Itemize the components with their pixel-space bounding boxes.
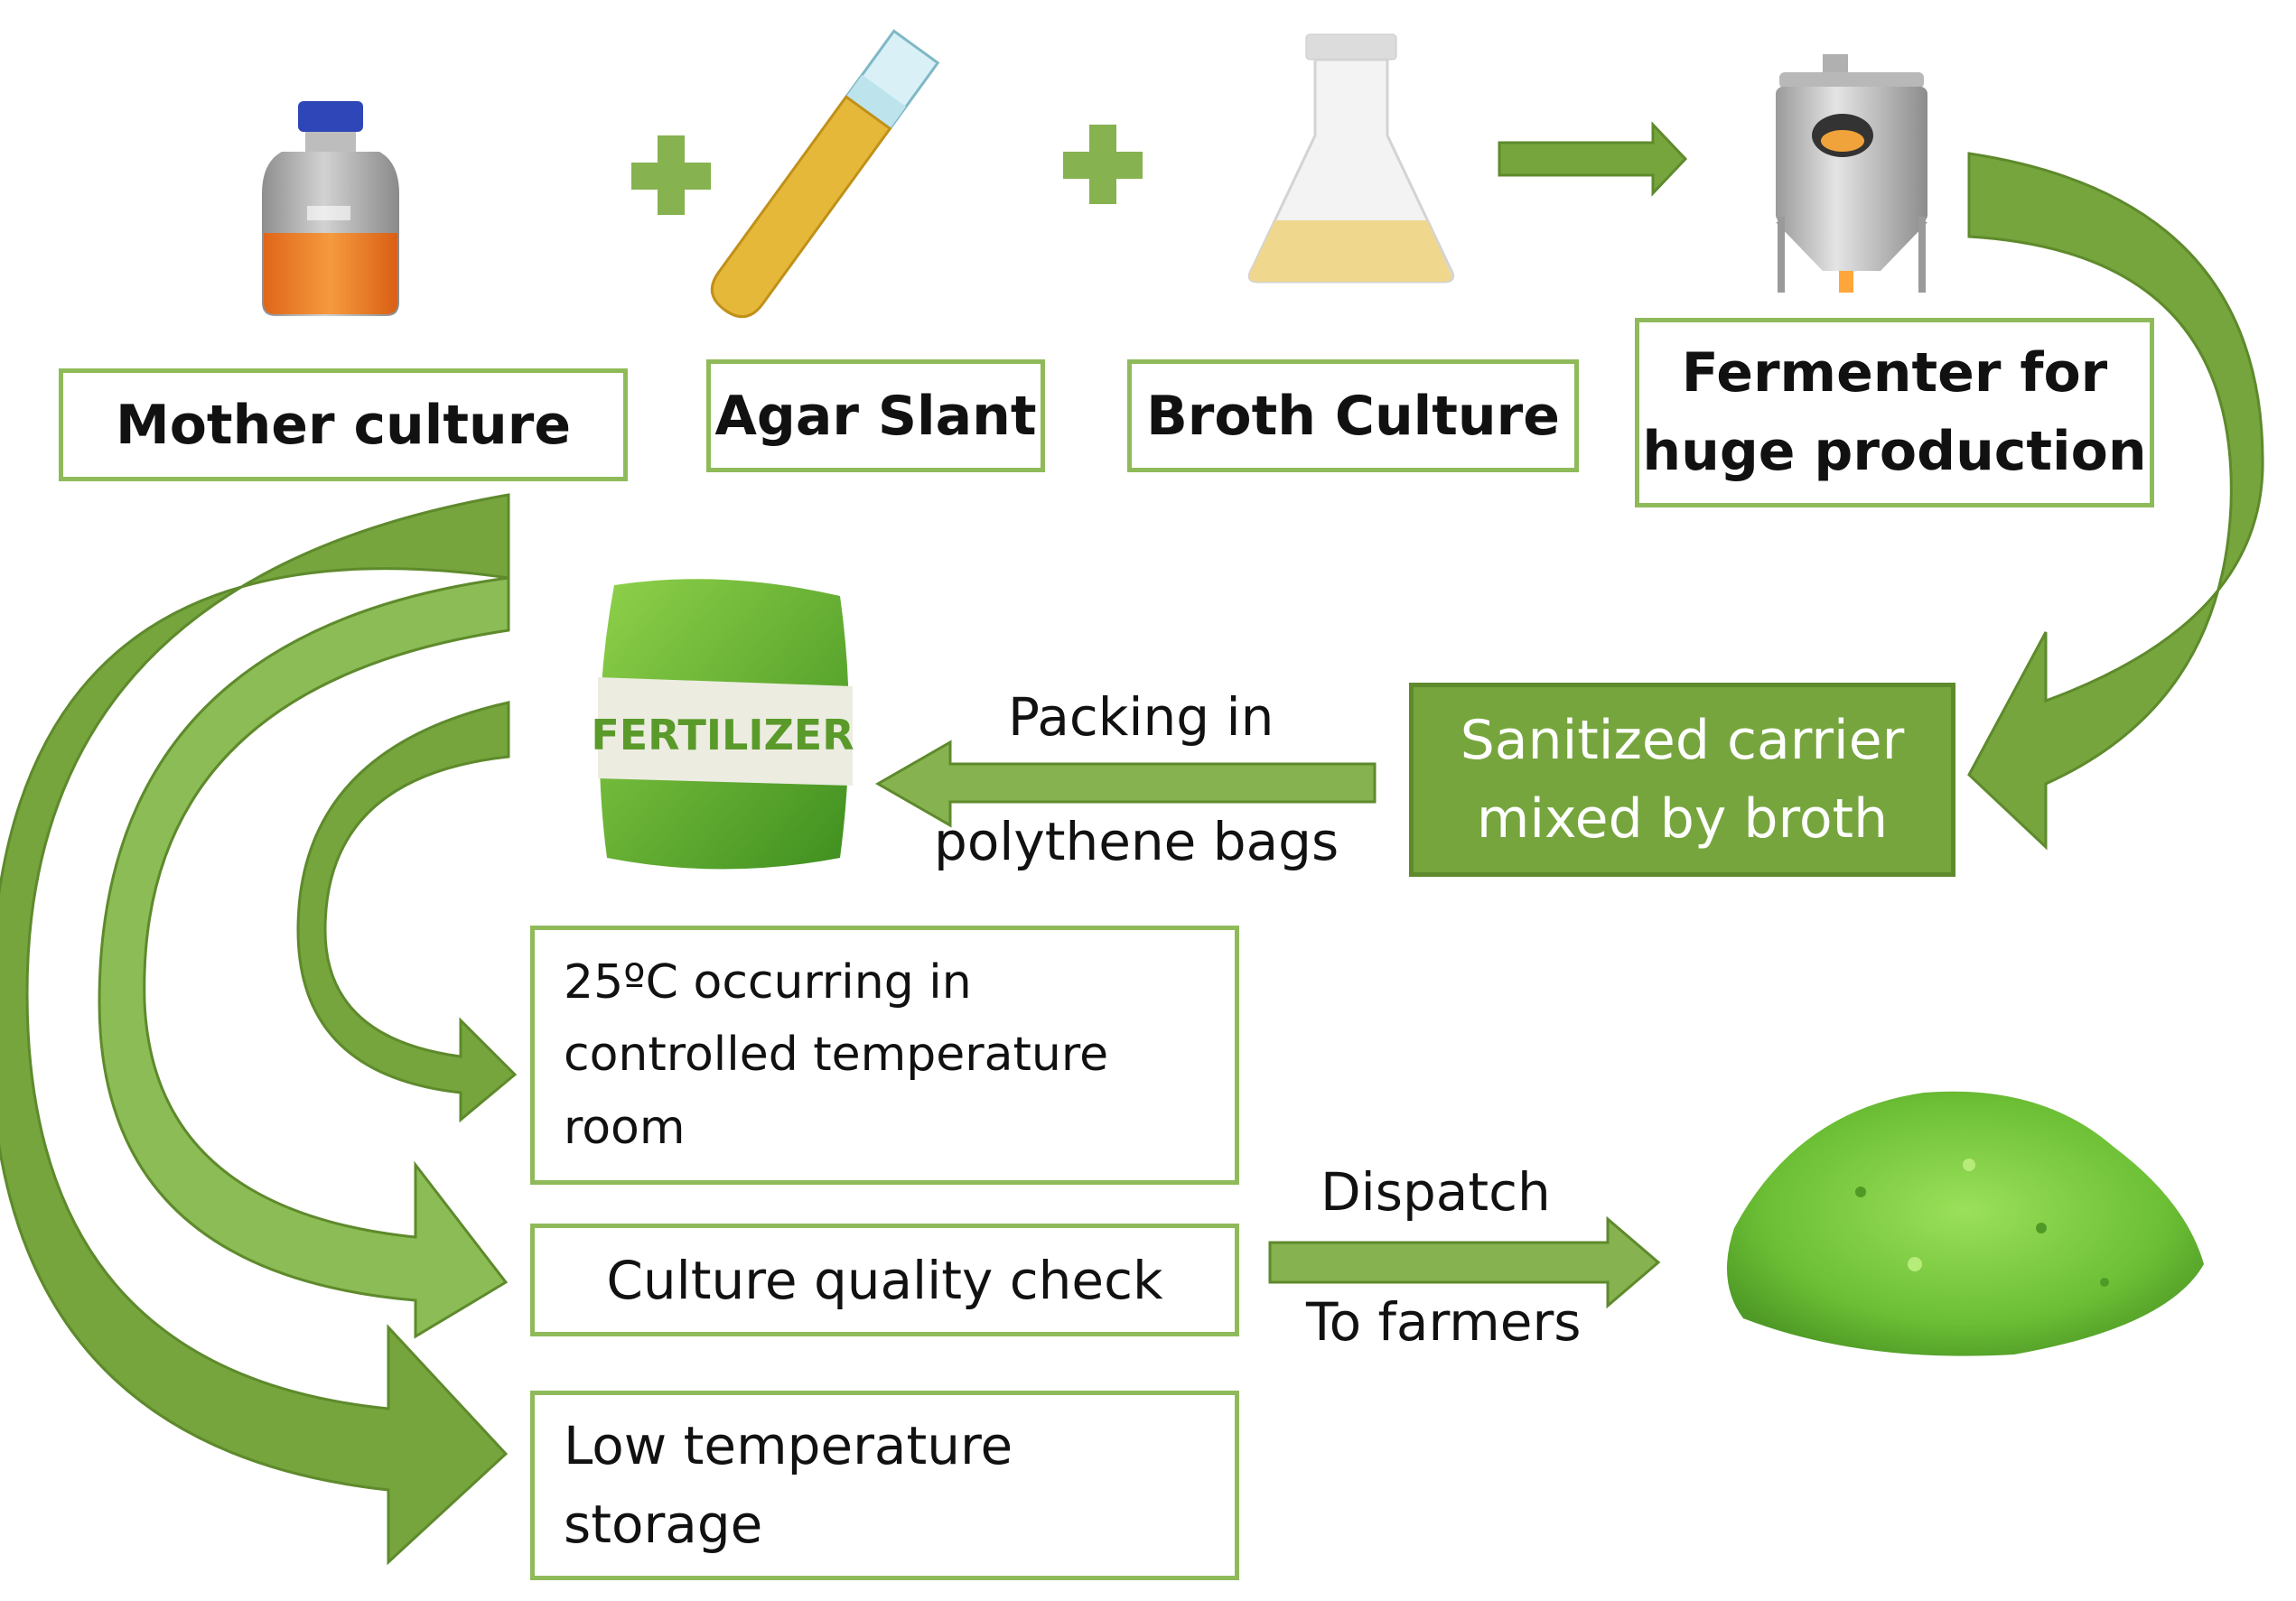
arrow-to-storage bbox=[0, 493, 510, 1566]
sanitized-carrier-box: Sanitized carrier mixed by broth bbox=[1409, 683, 1955, 877]
packing-label-line2: polythene bags bbox=[934, 811, 1339, 872]
agar-slant-box: Agar Slant bbox=[706, 359, 1045, 472]
arrow-to-fermenter bbox=[1498, 121, 1688, 197]
sanitized-label-line1: Sanitized carrier bbox=[1460, 708, 1905, 772]
sanitized-label-line2: mixed by broth bbox=[1476, 787, 1889, 851]
broth-culture-label: Broth Culture bbox=[1146, 384, 1560, 448]
arrow-to-quality-check bbox=[98, 576, 510, 1339]
dispatch-label-line2: To farmers bbox=[1306, 1291, 1582, 1353]
incubation-label-line1: 25ºC occurring in bbox=[564, 954, 972, 1010]
arrow-dispatch bbox=[1268, 1215, 1661, 1309]
incubation-box: 25ºC occurring in controlled temperature… bbox=[530, 926, 1239, 1185]
quality-check-label: Culture quality check bbox=[606, 1249, 1163, 1311]
plus-icon bbox=[1063, 125, 1143, 204]
storage-label-line2: storage bbox=[564, 1494, 763, 1555]
fermenter-label-line2: huge production bbox=[1642, 420, 2147, 483]
arrow-to-incubation bbox=[296, 701, 518, 1123]
plus-icon bbox=[631, 135, 711, 215]
agar-slant-label: Agar Slant bbox=[714, 384, 1037, 448]
erlenmeyer-flask-icon bbox=[1247, 33, 1455, 284]
storage-label-line1: Low temperature bbox=[564, 1415, 1013, 1476]
broth-culture-box: Broth Culture bbox=[1127, 359, 1579, 472]
test-tube-icon bbox=[710, 29, 940, 319]
incubation-label-line2: controlled temperature bbox=[564, 1028, 1109, 1083]
quality-check-box: Culture quality check bbox=[530, 1224, 1239, 1336]
storage-box: Low temperature storage bbox=[530, 1391, 1239, 1580]
green-powder-icon bbox=[1727, 1091, 2204, 1356]
arrow-packing bbox=[874, 740, 1377, 828]
fermenter-tank-icon bbox=[1776, 54, 1927, 293]
dispatch-label-line1: Dispatch bbox=[1321, 1161, 1551, 1223]
packing-label-line1: Packing in bbox=[1008, 686, 1274, 748]
mother-culture-box: Mother culture bbox=[59, 368, 628, 481]
reagent-bottle-icon bbox=[262, 101, 399, 316]
mother-culture-label: Mother culture bbox=[115, 393, 572, 457]
fertilizer-bag-icon: FERTILIZER bbox=[591, 579, 854, 870]
fermenter-box: Fermenter for huge production bbox=[1635, 318, 2154, 507]
incubation-label-line3: room bbox=[564, 1100, 686, 1155]
fertilizer-bag-label: FERTILIZER bbox=[591, 711, 854, 759]
fermenter-label-line1: Fermenter for bbox=[1681, 341, 2108, 405]
arrow-fermenter-to-sanitized bbox=[1967, 152, 2264, 851]
